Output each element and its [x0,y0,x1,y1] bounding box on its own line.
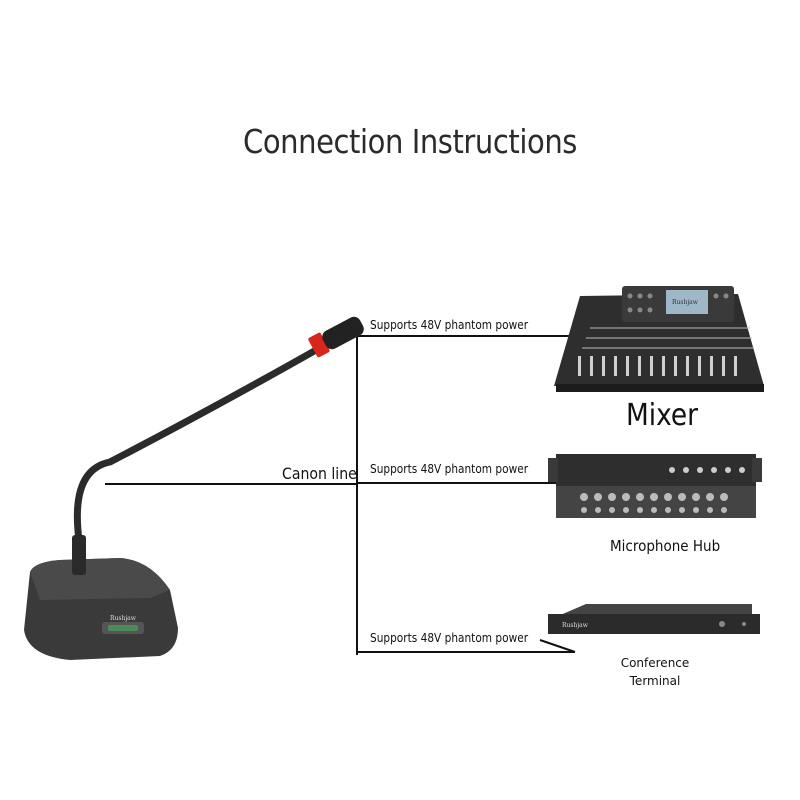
cable-terminal-stub [539,639,576,653]
conference-terminal-label: Conference Terminal [610,654,700,690]
microphone-gooseneck [73,341,329,544]
svg-text:Rushjaw: Rushjaw [672,299,699,306]
page-title: Connection Instructions [243,122,577,161]
mixer-label: Mixer [626,398,699,433]
svg-text:Rushjaw: Rushjaw [562,622,589,629]
phantom-power-label-terminal: Supports 48V phantom power [370,631,529,645]
microphone-ring [308,332,330,358]
microphone-capsule [322,316,364,350]
microphone-hub-label: Microphone Hub [610,537,721,555]
microphone-stem [72,535,86,575]
mixer-screen [666,290,708,314]
canon-line-label: Canon line [282,464,357,483]
conference-terminal-label-line2: Terminal [629,674,681,688]
phantom-power-label-hub: Supports 48V phantom power [370,462,529,476]
microphone-hub-device [548,454,762,518]
conference-terminal-device: Rushjaw [548,604,760,634]
microphone-brand-logo: Rushjaw [110,615,137,622]
connection-lines [105,330,576,655]
mixer-device: Rushjaw [554,286,764,392]
phantom-power-label-mixer: Supports 48V phantom power [370,318,529,332]
conference-terminal-label-line1: Conference [620,656,690,670]
gooseneck-microphone: Rushjaw [24,316,364,660]
